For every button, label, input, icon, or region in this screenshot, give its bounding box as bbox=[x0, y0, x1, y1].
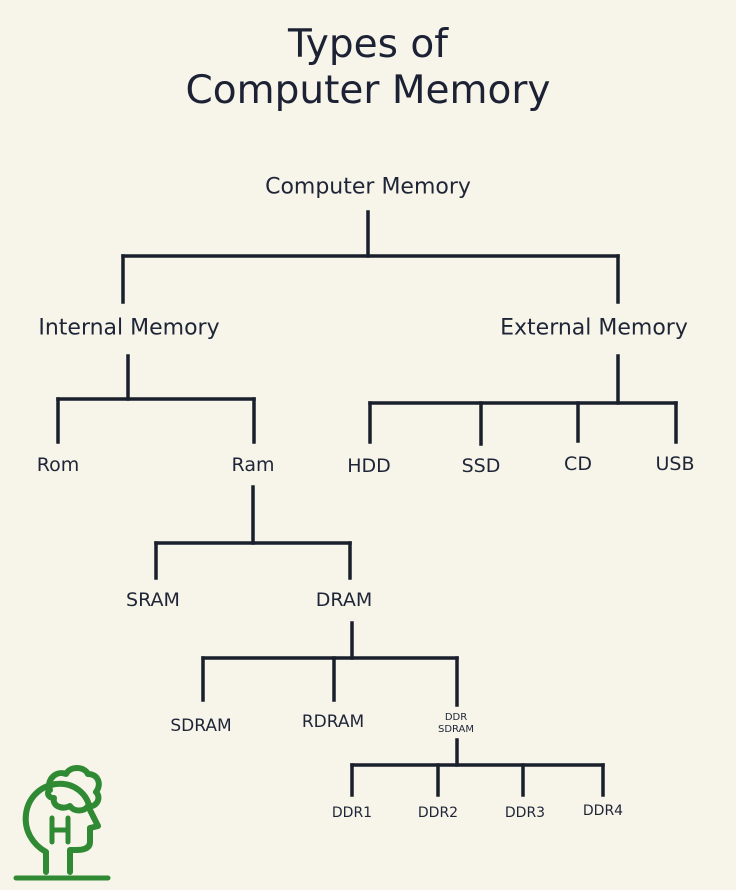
node-internal-memory: Internal Memory bbox=[38, 315, 220, 341]
head-with-brain-icon bbox=[13, 765, 111, 881]
node-ssd: SSD bbox=[461, 455, 501, 477]
node-ram: Ram bbox=[231, 454, 275, 476]
node-cd: CD bbox=[564, 453, 592, 475]
diagram-title: Types of Computer Memory bbox=[185, 22, 551, 113]
node-sram: SRAM bbox=[126, 589, 180, 611]
node-sdram: SDRAM bbox=[170, 716, 232, 736]
node-usb: USB bbox=[655, 453, 695, 475]
node-computer-memory: Computer Memory bbox=[265, 174, 471, 200]
node-ddr4: DDR4 bbox=[582, 803, 624, 819]
node-rdram: RDRAM bbox=[301, 712, 365, 732]
node-ddr-sdram: DDR SDRAM bbox=[437, 712, 475, 735]
node-hdd: HDD bbox=[347, 455, 391, 477]
node-ddr2: DDR2 bbox=[417, 805, 459, 821]
node-rom: Rom bbox=[36, 454, 80, 476]
node-ddr1: DDR1 bbox=[331, 805, 373, 821]
node-external-memory: External Memory bbox=[500, 315, 688, 341]
node-dram: DRAM bbox=[315, 589, 373, 611]
node-ddr3: DDR3 bbox=[504, 805, 546, 821]
